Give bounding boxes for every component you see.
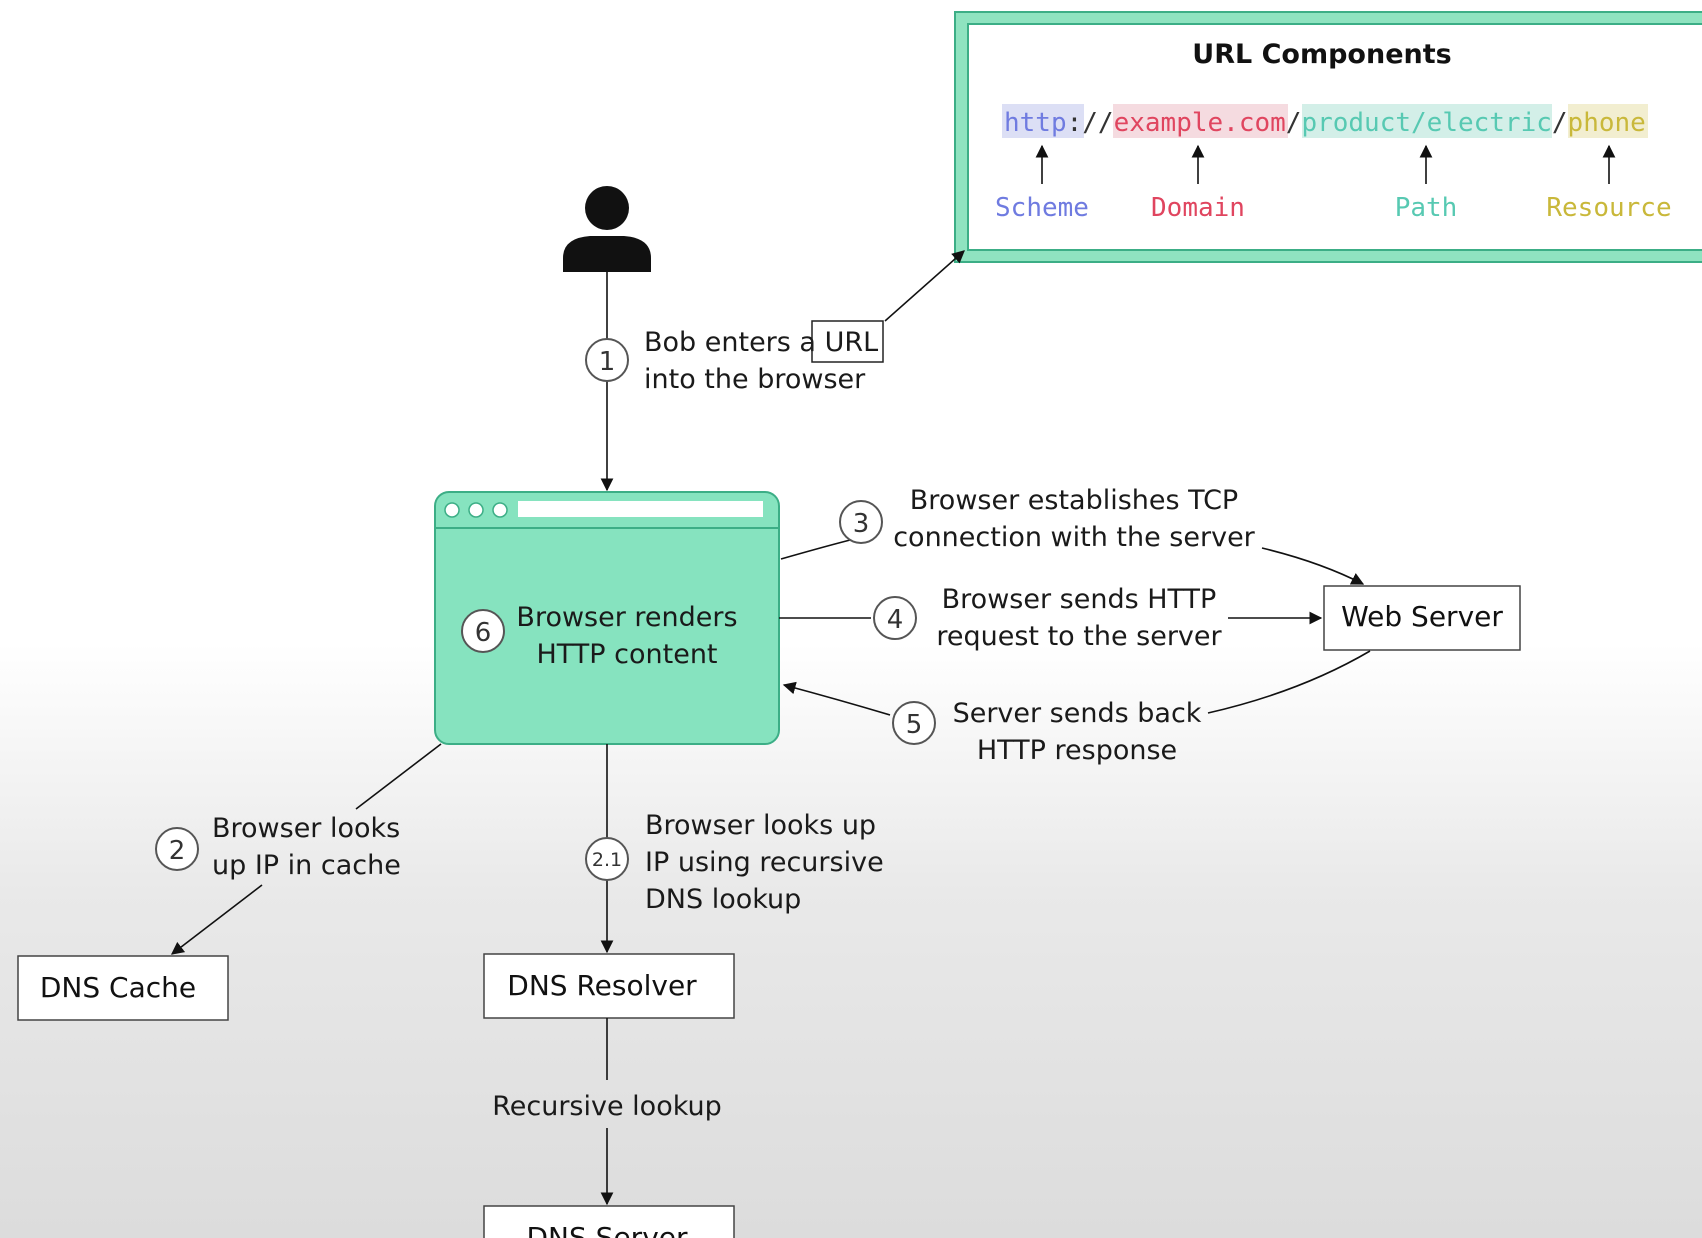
- step21-number: 2.1: [592, 849, 622, 871]
- step4-label-line2: request to the server: [936, 621, 1222, 652]
- dns-server-label: DNS Server: [527, 1221, 688, 1238]
- step3-edge-tail: [1261, 547, 1365, 585]
- step1-label-url: URL: [825, 327, 879, 358]
- step3-number: 3: [853, 509, 870, 539]
- url-scheme: http: [1004, 108, 1067, 138]
- resource-label: Resource: [1546, 193, 1671, 223]
- step4-number: 4: [887, 605, 904, 635]
- dns-cache-node: DNS Cache: [17, 955, 229, 1021]
- dns-server-node: DNS Server: [483, 1205, 735, 1238]
- step3-label-line1: Browser establishes TCP: [910, 485, 1238, 516]
- url-sep1: ://: [1067, 108, 1114, 138]
- url-resource: phone: [1568, 108, 1646, 138]
- step5-edge-head: [782, 681, 891, 716]
- url-text: http://example.com/product/electric/phon…: [1004, 108, 1646, 138]
- step5-label-line1: Server sends back: [953, 698, 1202, 729]
- step21-label-line2: IP using recursive: [645, 847, 884, 878]
- path-label: Path: [1395, 193, 1458, 223]
- step5-badge: 5: [892, 701, 936, 745]
- step2-label-line1: Browser looks: [212, 813, 400, 844]
- browser-window-icon: [434, 491, 780, 745]
- step1-label-line2: into the browser: [644, 364, 866, 395]
- recursive-lookup-label: Recursive lookup: [492, 1091, 722, 1122]
- url-path: product/electric: [1301, 108, 1551, 138]
- url-domain: example.com: [1114, 108, 1286, 138]
- step2-edge: [355, 743, 442, 810]
- step6-label-line2: HTTP content: [536, 639, 717, 670]
- step1-badge: 1: [585, 338, 629, 382]
- url-sep3: /: [1552, 108, 1568, 138]
- step3-label-line2: connection with the server: [893, 522, 1255, 553]
- url-highlight-box: [811, 320, 884, 363]
- url-to-components-edge: [884, 250, 965, 322]
- resource-highlight: [1568, 104, 1648, 138]
- url-components-panel: URL Components http://example.com/produc…: [954, 11, 1702, 263]
- step21-label-line1: Browser looks up: [645, 810, 876, 841]
- person-icon: [563, 186, 651, 272]
- step3-edge: [780, 537, 859, 560]
- step2-number: 2: [169, 836, 186, 866]
- web-server-label: Web Server: [1341, 600, 1503, 633]
- domain-label: Domain: [1151, 193, 1245, 223]
- scheme-label: Scheme: [995, 193, 1089, 223]
- step2-edge-tail: [170, 884, 263, 955]
- step1-label-line1: Bob enters a URL: [644, 327, 878, 358]
- step6-number: 6: [475, 618, 492, 648]
- step5-label-line2: HTTP response: [977, 735, 1177, 766]
- scheme-highlight: [1002, 104, 1084, 138]
- step4-label-line1: Browser sends HTTP: [942, 584, 1217, 615]
- url-components-title: URL Components: [1192, 39, 1451, 70]
- step21-label-line3: DNS lookup: [645, 884, 801, 915]
- domain-highlight: [1113, 104, 1288, 138]
- step4-badge: 4: [873, 596, 917, 640]
- step6-label-line1: Browser renders: [516, 602, 737, 633]
- step6-badge: 6: [461, 609, 505, 653]
- url-sep2: /: [1286, 108, 1302, 138]
- step5-edge: [1207, 650, 1371, 714]
- step2-badge: 2: [155, 827, 199, 871]
- dns-resolver-node: DNS Resolver: [483, 953, 735, 1019]
- step5-number: 5: [906, 710, 923, 740]
- dns-resolver-label: DNS Resolver: [507, 969, 697, 1002]
- step2-label-line2: up IP in cache: [212, 850, 401, 881]
- dns-cache-label: DNS Cache: [40, 971, 196, 1004]
- step1-label-prefix: Bob enters a: [644, 327, 825, 358]
- step3-badge: 3: [839, 500, 883, 544]
- step1-number: 1: [599, 347, 616, 377]
- path-highlight: [1302, 104, 1552, 138]
- web-server-node: Web Server: [1323, 585, 1521, 651]
- step21-badge: 2.1: [585, 837, 629, 881]
